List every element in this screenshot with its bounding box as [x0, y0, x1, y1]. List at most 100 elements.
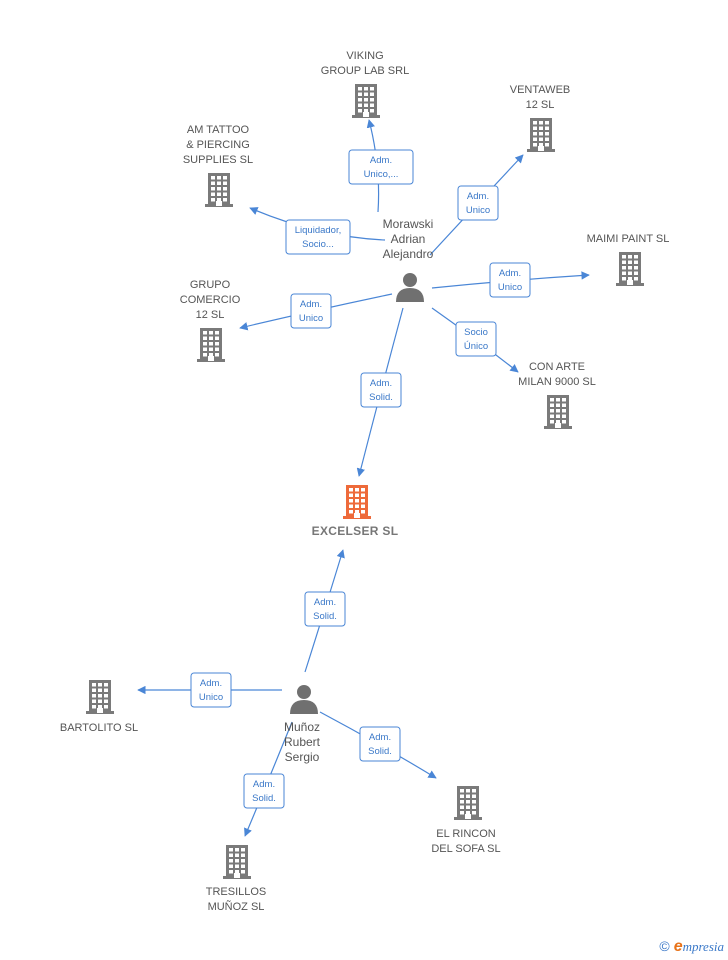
edge-morawski-excelser: Adm. Solid.	[356, 307, 404, 477]
edge-role-label: Unico	[466, 205, 490, 216]
edge-munoz-tresillos: Adm. Solid.	[243, 721, 293, 837]
company-name[interactable]: & PIERCING	[186, 139, 250, 151]
person-name[interactable]: Muñoz	[284, 720, 320, 734]
person-name[interactable]: Sergio	[285, 750, 320, 764]
edge-morawski-maimi: Adm. Unico	[431, 262, 590, 298]
person-name[interactable]: Morawski	[383, 217, 434, 231]
company-name[interactable]: AM TATTOO	[187, 124, 250, 136]
edge-munoz-excelser: Adm. Solid.	[304, 549, 346, 673]
company-name[interactable]: 12 SL	[526, 99, 555, 111]
building-icon[interactable]	[343, 485, 371, 519]
company-name[interactable]: MILAN 9000 SL	[518, 376, 596, 388]
company-node-grupo[interactable]: GRUPO COMERCIO 12 SL	[180, 279, 241, 362]
edge-role-box[interactable]	[457, 185, 499, 221]
building-icon[interactable]	[86, 680, 114, 714]
edge-role-label: Solid.	[369, 392, 393, 403]
company-name[interactable]: SUPPLIES SL	[183, 154, 253, 166]
company-node-tresillos[interactable]: TRESILLOS MUÑOZ SL	[206, 845, 267, 913]
edge-role-box[interactable]	[290, 293, 332, 329]
edge-role-box[interactable]	[455, 321, 497, 357]
edge-role-box[interactable]	[489, 262, 531, 298]
building-icon[interactable]	[223, 845, 251, 879]
edge-role-label: Adm.	[314, 597, 336, 608]
company-name[interactable]: CON ARTE	[529, 361, 585, 373]
edge-role-label: Unico	[498, 282, 522, 293]
building-icon[interactable]	[454, 786, 482, 820]
edge-role-label: Unico,...	[364, 169, 399, 180]
building-icon[interactable]	[527, 118, 555, 152]
person-icon[interactable]	[396, 273, 424, 302]
company-name[interactable]: GROUP LAB SRL	[321, 65, 409, 77]
building-icon[interactable]	[544, 395, 572, 429]
company-name[interactable]: GRUPO	[190, 279, 231, 291]
edge-role-box[interactable]	[243, 773, 285, 809]
edges-layer: Adm.Unico,...Adm.UnicoLiquidador,Socio..…	[137, 119, 590, 837]
edge-role-label: Adm.	[253, 779, 275, 790]
person-name[interactable]: Rubert	[284, 735, 321, 749]
edge-morawski-amtattoo: Liquidador, Socio...	[249, 207, 386, 255]
edge-role-label: Adm.	[370, 155, 392, 166]
person-icon[interactable]	[290, 685, 318, 714]
edge-morawski-viking: Adm. Unico,...	[348, 119, 414, 213]
edge-role-label: Socio...	[302, 239, 334, 250]
edge-role-box[interactable]	[359, 726, 401, 762]
company-node-bartolito[interactable]: BARTOLITO SL	[60, 680, 138, 734]
brand-logo-text: mpresia	[682, 939, 724, 954]
brand-footer: ©empresia	[659, 938, 724, 956]
edge-role-box[interactable]	[285, 219, 351, 255]
edge-role-box[interactable]	[360, 372, 402, 408]
edge-role-label: Liquidador,	[295, 225, 341, 236]
edge-role-box[interactable]	[348, 149, 414, 185]
company-name[interactable]: EL RINCON	[436, 828, 496, 840]
company-name[interactable]: DEL SOFA SL	[431, 843, 500, 855]
edge-morawski-grupo: Adm. Unico	[239, 293, 393, 331]
edge-role-label: Unico	[199, 692, 223, 703]
company-name[interactable]: BARTOLITO SL	[60, 722, 138, 734]
edge-role-label: Adm.	[200, 678, 222, 689]
company-name[interactable]: TRESILLOS	[206, 886, 267, 898]
edge-munoz-bartolito: Adm. Unico	[137, 672, 283, 708]
copyright-symbol: ©	[659, 938, 670, 954]
edge-role-label: Socio	[464, 327, 488, 338]
company-node-amtattoo[interactable]: AM TATTOO & PIERCING SUPPLIES SL	[183, 124, 253, 207]
edge-role-label: Adm.	[499, 268, 521, 279]
edge-role-label: Solid.	[313, 611, 337, 622]
person-name[interactable]: Alejandro	[383, 247, 434, 261]
company-name[interactable]: MAIMI PAINT SL	[587, 233, 670, 245]
company-node-excelser[interactable]: EXCELSER SL	[312, 485, 399, 538]
nodes-layer: EXCELSER SL VIKING GROUP LAB SRL VENTAWEB 12…	[60, 50, 670, 913]
edge-role-label: Solid.	[252, 793, 276, 804]
company-node-maimi[interactable]: MAIMI PAINT SL	[587, 233, 670, 286]
brand-logo-initial: e	[673, 938, 683, 955]
building-icon[interactable]	[616, 252, 644, 286]
edge-morawski-ventaweb: Adm. Unico	[429, 154, 524, 256]
company-name[interactable]: EXCELSER SL	[312, 524, 399, 538]
company-name[interactable]: 12 SL	[196, 309, 225, 321]
person-name[interactable]: Adrian	[391, 232, 426, 246]
company-name[interactable]: VIKING	[346, 50, 383, 62]
edge-role-label: Adm.	[369, 732, 391, 743]
edge-role-box[interactable]	[304, 591, 346, 627]
edge-role-label: Único	[464, 341, 488, 352]
building-icon[interactable]	[205, 173, 233, 207]
building-icon[interactable]	[197, 328, 225, 362]
edge-role-label: Unico	[299, 313, 323, 324]
company-name[interactable]: VENTAWEB	[510, 84, 571, 96]
edge-role-label: Solid.	[368, 746, 392, 757]
company-name[interactable]: COMERCIO	[180, 294, 241, 306]
edge-munoz-elrincon: Adm. Solid.	[319, 711, 437, 779]
building-icon[interactable]	[352, 84, 380, 118]
company-node-ventaweb[interactable]: VENTAWEB 12 SL	[510, 84, 571, 152]
edge-role-box[interactable]	[190, 672, 232, 708]
company-node-viking[interactable]: VIKING GROUP LAB SRL	[321, 50, 409, 118]
edge-role-label: Adm.	[467, 191, 489, 202]
edge-role-label: Adm.	[300, 299, 322, 310]
company-name[interactable]: MUÑOZ SL	[208, 900, 265, 913]
company-node-conarte[interactable]: CON ARTE MILAN 9000 SL	[518, 361, 596, 429]
company-node-elrincon[interactable]: EL RINCON DEL SOFA SL	[431, 786, 501, 855]
edge-role-label: Adm.	[370, 378, 392, 389]
